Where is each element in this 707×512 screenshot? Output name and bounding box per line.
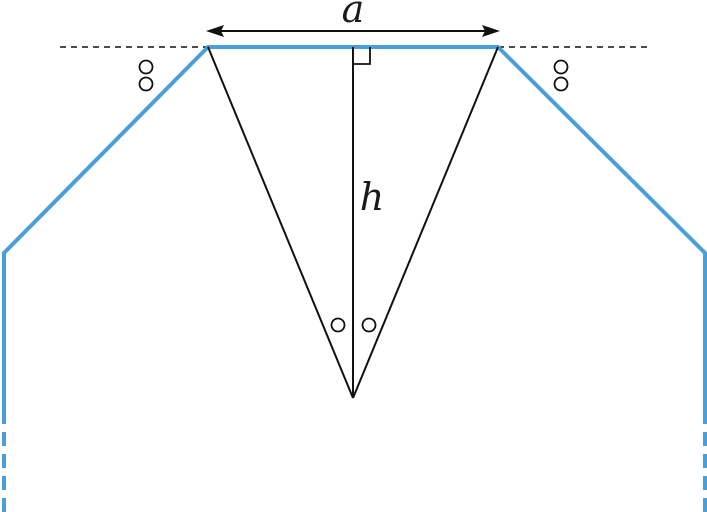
apex-angle-mark-left — [330, 317, 346, 333]
outline-path — [1, 45, 707, 410]
width-arrowhead-right — [482, 25, 500, 37]
right-angle-marker — [353, 47, 371, 65]
triangle-right-side — [352, 46, 499, 399]
angle-mark-right-2 — [553, 76, 569, 92]
angle-mark-right-1 — [553, 59, 569, 75]
triangle-left-side — [207, 46, 354, 399]
height-label: h — [360, 175, 384, 219]
width-label: a — [342, 0, 365, 31]
apex-angle-mark-right — [361, 317, 377, 333]
angle-mark-left-2 — [138, 76, 154, 92]
angle-mark-left-1 — [138, 59, 154, 75]
width-arrowhead-left — [206, 25, 224, 37]
